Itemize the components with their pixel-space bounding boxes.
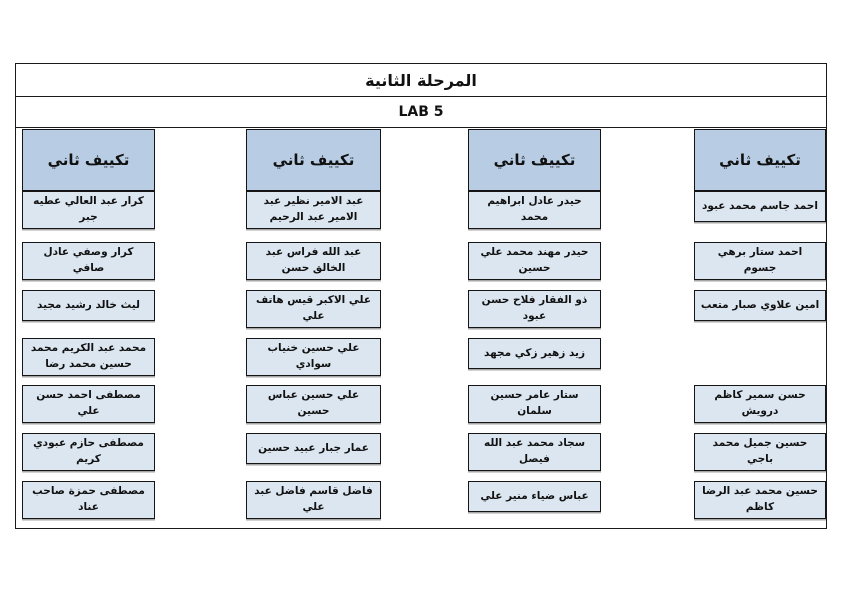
student-name-box: سجاد محمد عبد الله فيصل xyxy=(468,433,601,471)
student-name-box: حيدر عادل ابراهيم محمد xyxy=(468,191,601,229)
student-name-box: ليث خالد رشيد مجيد xyxy=(22,290,155,321)
column-header: تكييف ثاني xyxy=(468,129,601,191)
student-name-box: فاضل قاسم فاضل عبد علي xyxy=(246,481,381,519)
student-name-box: امين علاوي صبار متعب xyxy=(694,290,826,321)
student-name-box: عباس ضياء منير علي xyxy=(468,481,601,512)
student-name-box: محمد عبد الكريم محمد حسين محمد رضا xyxy=(22,338,155,376)
student-name-box: حسين محمد عبد الرضا كاظم xyxy=(694,481,826,519)
student-name-box: مصطفى احمد حسن علي xyxy=(22,385,155,423)
student-name-box: حسين جميل محمد باجي xyxy=(694,433,826,471)
student-name-box: كرار وصفي عادل صافي xyxy=(22,242,155,280)
student-name-box: كرار عبد العالي عطيه جبر xyxy=(22,191,155,229)
student-name-box: حيدر مهند محمد علي حسين xyxy=(468,242,601,280)
student-name-box: ذو الفقار فلاح حسن عبود xyxy=(468,290,601,328)
student-name-box: علي حسين خنياب سوادي xyxy=(246,338,381,376)
column-header: تكييف ثاني xyxy=(22,129,155,191)
student-name-box: حسن سمير كاظم درويش xyxy=(694,385,826,423)
student-name-box: زيد زهير زكي مجهد xyxy=(468,338,601,369)
column-header: تكييف ثاني xyxy=(694,129,826,191)
student-name-box: احمد ستار برهي جسوم xyxy=(694,242,826,280)
lab-subtitle: LAB 5 xyxy=(16,97,826,128)
student-name-box: عمار جبار عبيد حسين xyxy=(246,433,381,464)
student-name-box: عبد الامير نظير عبد الامير عبد الرحيم xyxy=(246,191,381,229)
page-title: المرحلة الثانية xyxy=(16,64,826,97)
student-name-box: مصطفى حمزة صاحب عناد xyxy=(22,481,155,519)
student-name-box: علي حسين عباس حسين xyxy=(246,385,381,423)
student-name-box: مصطفى حازم عبودي كريم xyxy=(22,433,155,471)
student-name-box: عبد الله فراس عبد الخالق حسن xyxy=(246,242,381,280)
column-header: تكييف ثاني xyxy=(246,129,381,191)
student-name-box: ستار عامر حسين سلمان xyxy=(468,385,601,423)
student-name-box: علي الاكبر قيس هاتف علي xyxy=(246,290,381,328)
student-name-box: احمد جاسم محمد عبود xyxy=(694,191,826,222)
